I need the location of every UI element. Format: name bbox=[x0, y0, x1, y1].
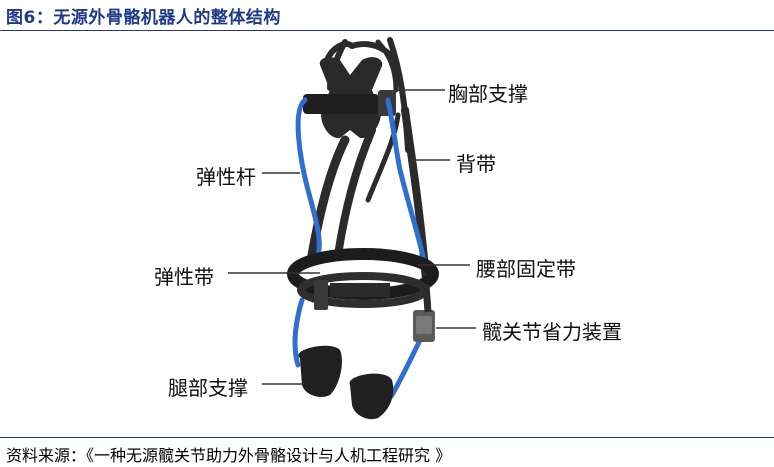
leader-lines bbox=[228, 89, 476, 385]
source-divider bbox=[0, 437, 774, 438]
hip-device-shape bbox=[413, 284, 435, 342]
label-hip-device: 髋关节省力装置 bbox=[482, 320, 622, 344]
label-back-strap: 背带 bbox=[456, 152, 496, 176]
label-leg-support: 腿部支撑 bbox=[168, 376, 248, 400]
label-elastic-band: 弹性带 bbox=[154, 265, 214, 289]
label-waist-belt: 腰部固定带 bbox=[476, 257, 576, 281]
title-divider bbox=[0, 30, 774, 31]
waist-belt-shape bbox=[287, 248, 439, 310]
source-note: 资料来源：《一种无源髋关节助力外骨骼设计与人机工程研究 》 bbox=[6, 446, 452, 465]
label-chest-support: 胸部支撑 bbox=[448, 82, 528, 106]
leg-support-shape bbox=[298, 345, 394, 420]
chest-support-shape bbox=[303, 57, 396, 139]
figure-title: 图6：无源外骨骼机器人的整体结构 bbox=[6, 8, 281, 28]
label-elastic-rod: 弹性杆 bbox=[196, 165, 256, 189]
